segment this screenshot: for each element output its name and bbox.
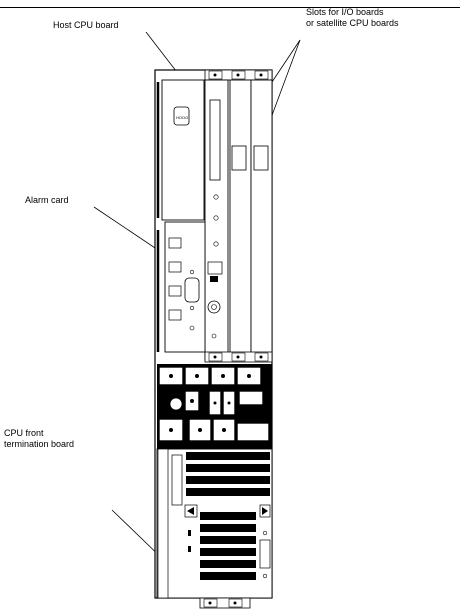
top-screw-dots	[213, 73, 263, 77]
alarm-card-label: Alarm card	[25, 195, 69, 205]
slots-label: Slots for I/O boards or satellite CPU bo…	[306, 7, 399, 29]
top-rule	[0, 7, 460, 8]
io-slot-2-window	[253, 145, 269, 171]
io-slot-1-window	[231, 145, 247, 171]
io-slot-1	[229, 79, 252, 361]
cpu-front-small-marks	[188, 530, 191, 552]
bottom-screw-dots	[208, 601, 237, 605]
slots-label-line-2: or satellite CPU boards	[306, 18, 399, 28]
power-switch	[173, 106, 190, 126]
cpu-front-serial-port	[259, 539, 271, 569]
io-slot-2	[250, 79, 273, 361]
rear-transition-pins	[169, 374, 251, 432]
alarm-port-3	[168, 285, 182, 297]
host-led-3	[213, 241, 219, 247]
leader-slot-2	[270, 39, 301, 119]
host-led-2	[213, 215, 219, 221]
io-slots	[229, 79, 273, 361]
mid-screw-dots	[213, 355, 263, 359]
power-switch-text: HOOO	[176, 115, 188, 120]
alarm-led	[189, 325, 195, 331]
upper-blank-panel	[161, 79, 205, 221]
host-cpu-slot-opening	[209, 99, 221, 181]
slots-label-line-1: Slots for I/O boards	[306, 7, 384, 17]
host-cpu-board	[204, 79, 229, 361]
left-arrow-icon	[187, 507, 194, 515]
host-ethernet-port	[207, 261, 223, 275]
cpu-front-label-line-1: CPU front	[4, 428, 44, 438]
host-logo	[210, 276, 218, 282]
vent-grille	[186, 452, 270, 580]
cpu-front-left-rail	[157, 448, 169, 599]
alarm-dsub-connector	[184, 277, 200, 303]
host-led-4	[211, 333, 217, 339]
right-arrow-icon	[262, 507, 268, 515]
host-cpu-board-label: Host CPU board	[53, 20, 119, 30]
alarm-port-4	[168, 309, 182, 321]
host-led-1	[213, 194, 219, 200]
alarm-port-1	[168, 237, 182, 249]
cpu-front-handle	[171, 454, 183, 506]
cpu-front-termination-label: CPU front termination board	[4, 428, 74, 450]
alarm-port-2	[168, 261, 182, 273]
bottom-screw-strip	[199, 597, 251, 609]
cpu-front-label-line-2: termination board	[4, 439, 75, 449]
alarm-card	[164, 221, 206, 353]
rear-fan-knob	[169, 397, 183, 411]
